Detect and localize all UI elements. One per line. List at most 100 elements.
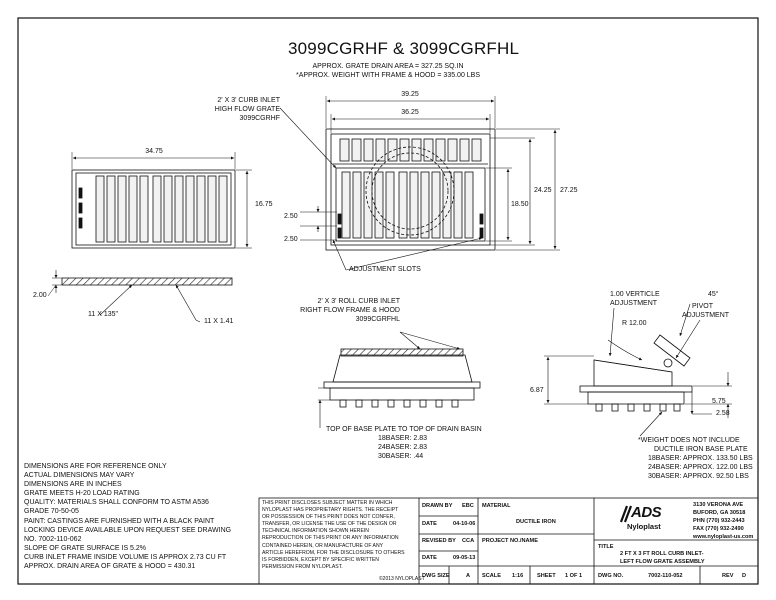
dim-11x141: 11 X 1.41	[204, 318, 234, 325]
base-24-value: 24BASER: 2.83	[378, 444, 428, 451]
grate-section	[47, 270, 233, 323]
grate-bars	[95, 175, 228, 243]
note-line: APPROX. DRAIN AREA OF GRATE & HOOD = 430…	[24, 563, 196, 571]
dim-2-00: 2.00	[33, 292, 47, 299]
adjustment-slots-label: ADJUSTMENT SLOTS	[349, 266, 421, 273]
date-label: DATE	[422, 521, 437, 527]
dim-5-75: 5.75	[712, 398, 726, 405]
note-line: PAINT: CASTINGS ARE FURNISHED WITH A BLA…	[24, 517, 215, 525]
ads-nyloplast-logo: ADS Nyloplast	[617, 504, 683, 532]
weight-24base: 24BASER: APPROX. 122.00 LBS	[648, 464, 753, 471]
grate-view	[71, 152, 252, 249]
top-view	[279, 96, 560, 271]
note-line: CURB INLET FRAME INSIDE VOLUME IS APPROX…	[24, 553, 227, 561]
note-line: LOCKING DEVICE AVAILABLE UPON REQUEST SE…	[24, 526, 232, 534]
material-label: MATERIAL	[482, 503, 511, 509]
base-18-value: 18BASER: 2.83	[378, 435, 428, 442]
disclaimer-line: CONTAINED HEREIN, OR MANUFACTURE OF ANY	[262, 542, 384, 549]
fax: FAX (770) 932-2490	[693, 526, 744, 532]
vertical-adjustment-2: ADJUSTMENT	[610, 300, 658, 307]
sheet-value: 1 OF 1	[565, 573, 583, 579]
disclaimer-line: THIS PRINT DISCLOSES SUBJECT MATTER IN W…	[262, 500, 393, 506]
dwg-no-label: DWG NO.	[598, 573, 624, 579]
curb-inlet-callout-1: 2' X 3' CURB INLET	[217, 97, 280, 104]
base-30-value: 30BASER: .44	[378, 453, 424, 460]
front-base-teeth	[339, 399, 459, 408]
pivot-adjustment-1: PIVOT	[692, 303, 714, 310]
curb-inlet-callout-2: HIGH FLOW GRATE	[214, 106, 280, 113]
drawn-by-value: EBC	[462, 503, 474, 509]
dwg-size-value: A	[466, 573, 471, 579]
phone: PHN (770) 932-2443	[693, 518, 745, 524]
weight-note: *APPROX. WEIGHT WITH FRAME & HOOD = 335.…	[295, 72, 481, 79]
vertical-adjustment-1: 1.00 VERTICLE	[610, 291, 660, 298]
rev-label: REV	[722, 573, 734, 579]
dim-2-58: 2.58	[716, 410, 730, 417]
title-line-1: 2 FT X 3 FT ROLL CURB INLET-	[620, 551, 704, 557]
roll-curb-callout-1: 2' X 3' ROLL CURB INLET	[317, 298, 400, 305]
pivot-adjustment-2: ADJUSTMENT	[682, 312, 730, 319]
note-line: NO. 7002-110-062	[24, 535, 82, 543]
revised-by-value: CCA	[462, 538, 475, 544]
date2-label: DATE	[422, 555, 437, 561]
dim-34-75: 34.75	[145, 148, 163, 155]
title-line-2: LEFT FLOW GRATE ASSEMBLY	[620, 559, 705, 565]
weight-note-1: *WEIGHT DOES NOT INCLUDE	[638, 437, 740, 444]
disclaimer-line: NYLOPLAST HAS PROPRIETARY RIGHTS. THE RE…	[262, 507, 399, 514]
dim-2-50-b: 2.50	[284, 236, 298, 243]
curb-inlet-callout-3: 3099CGRHF	[239, 115, 280, 122]
copyright: ©2013 NYLOPLAST	[379, 576, 425, 582]
disclaimer-line: PERMISSION FROM NYLOPLAST.	[262, 563, 343, 570]
note-line: DIMENSIONS ARE IN INCHES	[24, 481, 122, 489]
date2-value: 09-05-13	[453, 555, 476, 561]
project-label: PROJECT NO./NAME	[482, 538, 538, 544]
material-value: DUCTILE IRON	[516, 519, 556, 525]
website: www.nyloplast-us.com	[693, 534, 754, 540]
logo-ads-text: ADS	[631, 504, 662, 521]
side-view	[544, 303, 732, 437]
disclaimer-line: ARTICLE HEREFROM, FOR THE DISCLOSURE TO …	[262, 549, 405, 556]
rev-value: D	[742, 573, 747, 579]
disclaimer-line: TECHNICAL INFORMATION SHOWN HEREIN	[262, 528, 369, 535]
proprietary-disclaimer: THIS PRINT DISCLOSES SUBJECT MATTER IN W…	[262, 500, 405, 571]
weight-18base: 18BASER: APPROX. 133.50 LBS	[648, 455, 753, 462]
note-line: QUALITY: MATERIALS SHALL CONFORM TO ASTM…	[24, 499, 209, 507]
sheet-label: SHEET	[537, 573, 556, 579]
disclaimer-line: IS FORBIDDEN, EXCEPT BY SPECIFIC WRITTEN	[262, 556, 379, 563]
address-line-2: BUFORD, GA 30518	[693, 510, 746, 516]
scale-label: SCALE	[482, 573, 501, 579]
dim-39-25: 39.25	[401, 91, 419, 98]
dim-18-50: 18.50	[511, 201, 529, 208]
note-line: GRATE MEETS H-20 LOAD RATING	[24, 490, 140, 498]
dim-27-25: 27.25	[560, 187, 578, 194]
dim-16-75: 16.75	[255, 201, 273, 208]
revised-by-label: REVISED BY	[422, 538, 456, 544]
disclaimer-line: TRANSFER, OR LICENSE THE USE OF THE DESI…	[262, 521, 397, 528]
weight-30base: 30BASER: APPROX. 92.50 LBS	[648, 473, 749, 480]
dim-2-50-a: 2.50	[284, 213, 298, 220]
disclaimer-line: REPRODUCTION OF THIS PRINT OR ANY INFORM…	[262, 535, 399, 542]
roll-curb-callout-3: 3099CGRFHL	[355, 316, 400, 323]
area-note: APPROX. GRATE DRAIN AREA = 327.25 SQ.IN	[312, 63, 464, 70]
address-line-1: 3130 VERONA AVE	[693, 502, 744, 508]
logo-nyloplast-text: Nyloplast	[627, 522, 661, 531]
dim-24-25: 24.25	[534, 187, 552, 194]
disclaimer-line: OR POSSESSION OF THIS PRINT DOES NOT CON…	[262, 514, 395, 521]
front-view	[318, 331, 481, 428]
hood-slots	[339, 138, 482, 162]
title-label: TITLE	[598, 544, 614, 550]
ads-logo-mark	[619, 505, 633, 523]
dwg-no-value: 7002-110-052	[648, 573, 683, 579]
radius-12: R 12.00	[622, 320, 647, 327]
note-line: ACTUAL DIMENSIONS MAY VARY	[24, 472, 135, 480]
note-line: DIMENSIONS ARE FOR REFERENCE ONLY	[24, 463, 167, 470]
scale-value: 1:16	[512, 573, 524, 579]
roll-curb-callout-2: RIGHT FLOW FRAME & HOOD	[300, 307, 400, 314]
date-value: 04-10-06	[453, 521, 476, 527]
dim-11x135: 11 X 135"	[88, 311, 118, 318]
grate-bars-top	[341, 171, 474, 239]
note-line: GRADE 70-50-05	[24, 508, 79, 516]
drawing-title: 3099CGRHF & 3099CGRFHL	[288, 39, 520, 58]
